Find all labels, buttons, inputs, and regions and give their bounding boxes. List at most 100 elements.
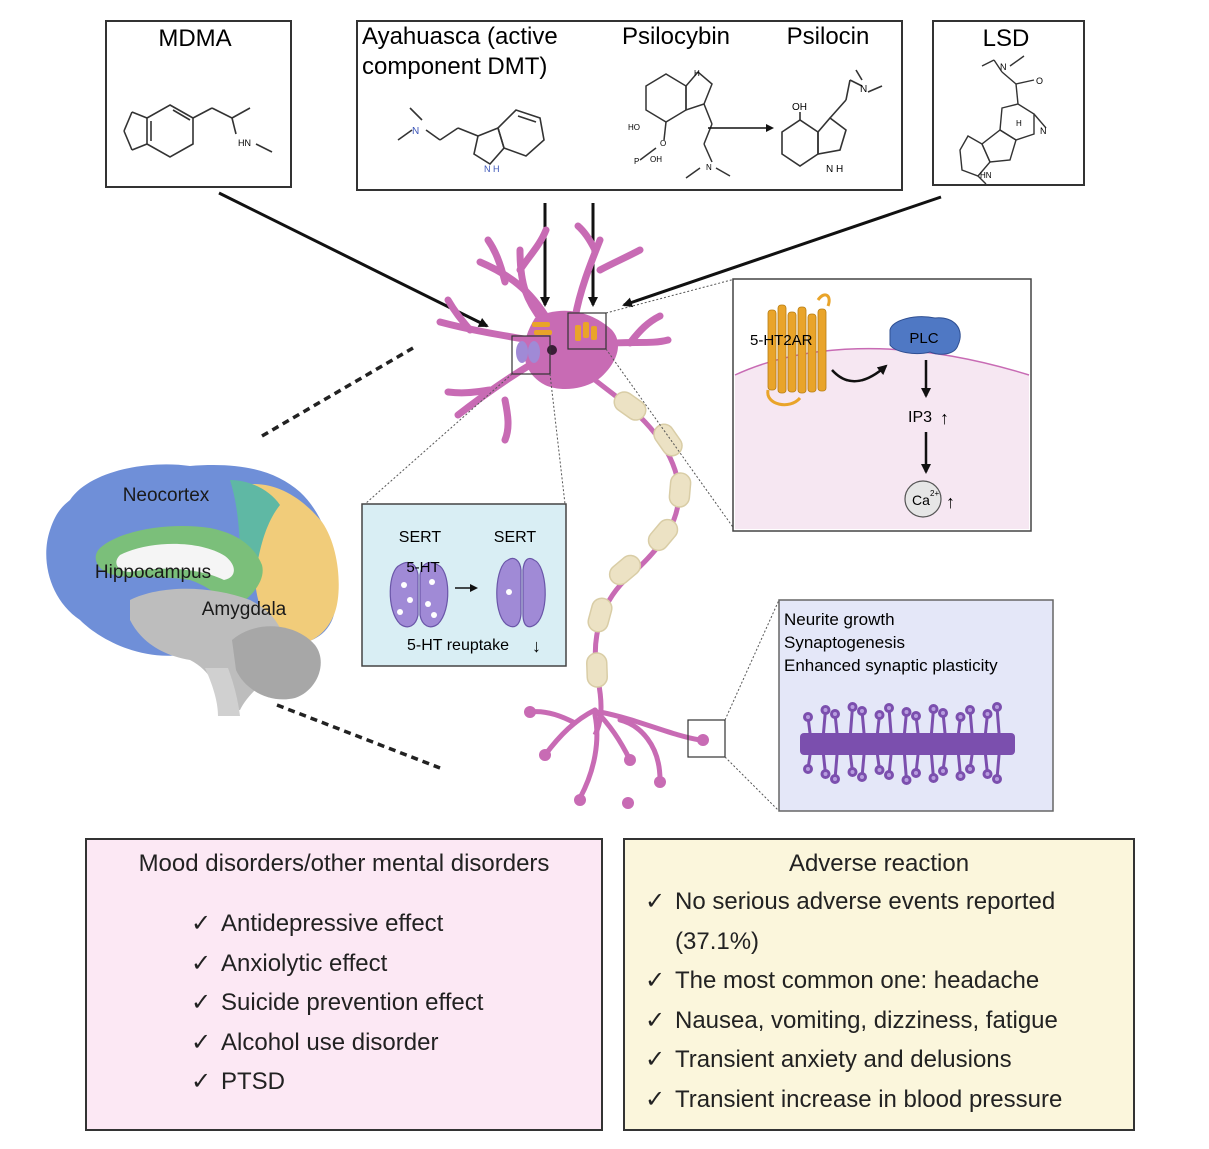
psilocybin-o-atom: O — [660, 139, 666, 148]
spine-head — [938, 708, 948, 718]
ca-superscript: 2+ — [930, 489, 939, 498]
lsd-h-atom: H — [1016, 119, 1022, 128]
psilocybin-ho-atom: HO — [628, 123, 640, 132]
receptor-to-plc-arrow — [831, 364, 888, 383]
corpus-callosum — [116, 543, 234, 580]
receptor-panel-cytoplasm — [735, 348, 1029, 529]
spine-head — [928, 704, 939, 714]
lsd-hn-atom: HN — [980, 171, 992, 180]
spine-head — [901, 775, 912, 785]
parietal-region — [230, 480, 280, 560]
spine-head — [874, 710, 885, 720]
receptor-loop-top — [816, 293, 831, 307]
plc-enzyme-shape — [889, 316, 961, 355]
plasticity-item: Synaptogenesis — [784, 633, 905, 652]
spine-head — [955, 712, 966, 722]
myelin-segment — [613, 391, 647, 421]
adverse-item: ✓The most common one: headache — [645, 961, 1062, 1001]
zoom-connectors — [364, 278, 780, 812]
check-icon: ✓ — [645, 1046, 666, 1073]
reuptake-down-arrow: ↓ — [532, 636, 541, 656]
mood-item: ✓Anxiolytic effect — [191, 944, 483, 984]
spine-head — [830, 709, 840, 719]
lsd-n-atom: N — [1000, 62, 1007, 72]
myelin-segment — [647, 518, 679, 552]
spinal-cord — [205, 668, 240, 716]
ca-label: Ca — [912, 492, 930, 508]
myelin-segment — [587, 597, 613, 633]
psilocin-n-atom: N — [860, 84, 867, 95]
5ht2ar-receptor-shape — [767, 304, 827, 394]
mood-disorders-box: Mood disorders/other mental disorders ✓A… — [85, 838, 603, 1131]
receptor-label: 5-HT2AR — [750, 332, 813, 349]
check-icon: ✓ — [645, 888, 666, 915]
spine-head — [992, 702, 1002, 712]
myelin-segment — [586, 652, 608, 688]
spine-head — [965, 705, 975, 715]
dendritic-spines — [803, 702, 1002, 785]
ip3-label: IP3 — [908, 409, 932, 426]
receptor-loop — [766, 389, 802, 407]
spine-head — [857, 772, 867, 782]
mood-item: ✓Alcohol use disorder — [191, 1023, 483, 1063]
ca-up-arrow: ↑ — [946, 492, 955, 512]
spine-head — [992, 774, 1002, 784]
check-icon: ✓ — [191, 1028, 212, 1056]
sert-left-label: SERT — [399, 529, 442, 546]
adverse-item: ✓Nausea, vomiting, dizziness, fatigue — [645, 1001, 1062, 1041]
spine-head — [884, 703, 894, 713]
mood-item: ✓Suicide prevention effect — [191, 983, 483, 1023]
receptor-zoom-square — [567, 312, 607, 350]
mdma-structure — [123, 104, 273, 158]
mdma-box — [105, 20, 292, 188]
adverse-list: ✓No serious adverse events reported (37.… — [645, 882, 1062, 1119]
amygdala-label: Amygdala — [202, 599, 287, 620]
psilocin-structure — [781, 69, 883, 167]
lsd-box — [932, 20, 1085, 186]
psilocin-oh-atom: OH — [792, 102, 807, 113]
plasticity-item: Neurite growth — [784, 610, 895, 629]
spine-head — [874, 765, 885, 775]
psilocybin-structure — [639, 70, 731, 179]
check-icon: ✓ — [645, 1085, 666, 1113]
soma-receptors — [532, 322, 597, 341]
brain-connector-top — [261, 346, 414, 438]
reuptake-label: 5-HT reuptake — [407, 637, 509, 654]
psilocybin-n-atom: N — [706, 163, 712, 172]
neuron-nucleus — [547, 345, 557, 355]
sert-right-label: SERT — [494, 529, 537, 546]
ht-label: 5-HT — [406, 559, 439, 576]
spine-head — [928, 773, 939, 783]
adverse-item-continued: (37.1%) — [675, 927, 760, 955]
neuron — [436, 222, 726, 809]
spine-head — [884, 770, 894, 780]
myelin-segment — [653, 423, 683, 457]
spine-head — [820, 705, 831, 715]
lsd-arrow — [622, 195, 942, 308]
lsd-label: LSD — [983, 25, 1030, 52]
brain-connector-bottom — [276, 703, 441, 770]
ip3-up-arrow: ↑ — [940, 408, 949, 428]
spine-head — [982, 769, 993, 779]
mdma-arrow — [218, 191, 489, 328]
hippocampus-label: Hippocampus — [95, 562, 211, 583]
dmt-structure — [397, 107, 545, 166]
adverse-item: ✓Transient increase in blood pressure — [645, 1080, 1062, 1120]
adverse-reaction-box: Adverse reaction ✓No serious adverse eve… — [623, 838, 1135, 1131]
mdma-hn-atom: HN — [238, 138, 251, 148]
sert-transporter-blocked — [496, 557, 546, 628]
spine-head — [982, 709, 993, 719]
check-icon: ✓ — [191, 989, 212, 1016]
adverse-box-title: Adverse reaction — [788, 850, 970, 877]
psilocybin-label: Psilocybin — [622, 23, 730, 50]
psilocybin-p-atom: P — [634, 157, 639, 166]
mood-list: ✓Antidepressive effect ✓Anxiolytic effec… — [191, 904, 483, 1102]
terminal-boutons — [524, 706, 709, 809]
lsd-o-atom: O — [1036, 76, 1043, 86]
check-icon: ✓ — [191, 1068, 212, 1095]
spine-head — [911, 711, 921, 721]
spine-head — [911, 768, 921, 778]
spine-head — [803, 764, 813, 774]
check-icon: ✓ — [645, 1006, 666, 1034]
